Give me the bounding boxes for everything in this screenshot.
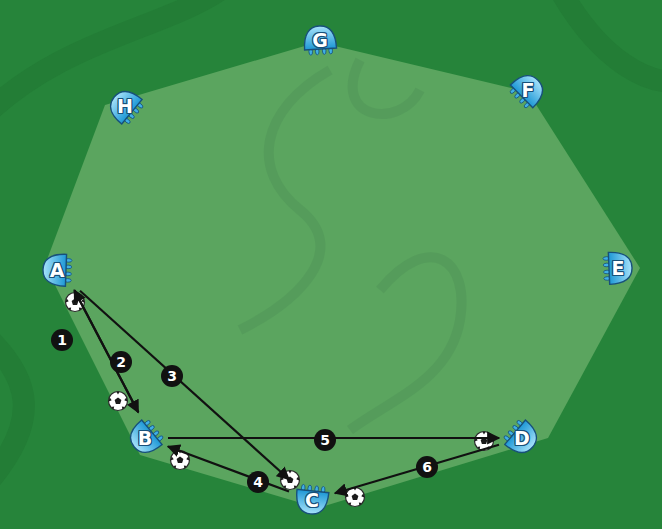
pass-arrow <box>80 291 289 480</box>
callout-number: 4 <box>253 475 263 489</box>
player-marker: C <box>292 480 332 520</box>
player-letter: C <box>305 491 319 510</box>
callout-badge: 3 <box>161 365 183 387</box>
player-marker: E <box>598 248 638 288</box>
field-swirl <box>240 60 462 430</box>
player-marker: A <box>37 250 77 290</box>
player-letter: A <box>50 261 65 280</box>
player-body <box>42 254 66 287</box>
pass-arrow <box>168 447 289 492</box>
callout-badge: 6 <box>416 456 438 478</box>
player-letter: F <box>522 81 535 100</box>
player-marker: D <box>502 418 542 458</box>
player-marker: G <box>300 20 340 60</box>
player-body <box>505 420 542 458</box>
pass-arrow <box>74 290 138 412</box>
pass-arrow <box>335 445 499 493</box>
callout-badge: 5 <box>314 429 336 451</box>
callout-number: 1 <box>57 333 67 347</box>
player-marker: H <box>105 86 145 126</box>
callout-badge: 2 <box>110 351 132 373</box>
ball <box>109 392 128 411</box>
player-letter: G <box>312 31 328 50</box>
player-marker: F <box>508 70 548 110</box>
player-body <box>303 25 336 50</box>
player-marker: B <box>125 418 165 458</box>
callout-number: 6 <box>422 460 432 474</box>
player-body <box>105 86 142 124</box>
callout-badge: 1 <box>51 329 73 351</box>
callout-badge: 4 <box>247 471 269 493</box>
player-letter: D <box>514 429 530 448</box>
player-letter: E <box>612 259 625 278</box>
playing-area <box>45 42 640 508</box>
player-body <box>510 70 548 108</box>
player-body <box>125 420 162 458</box>
callout-number: 5 <box>320 433 330 447</box>
callout-number: 2 <box>116 355 126 369</box>
player-body <box>608 251 632 284</box>
callout-number: 3 <box>167 369 177 383</box>
pass-arrow <box>74 290 138 412</box>
player-letter: B <box>138 429 152 448</box>
player-body <box>295 489 329 515</box>
player-letter: H <box>117 97 133 116</box>
